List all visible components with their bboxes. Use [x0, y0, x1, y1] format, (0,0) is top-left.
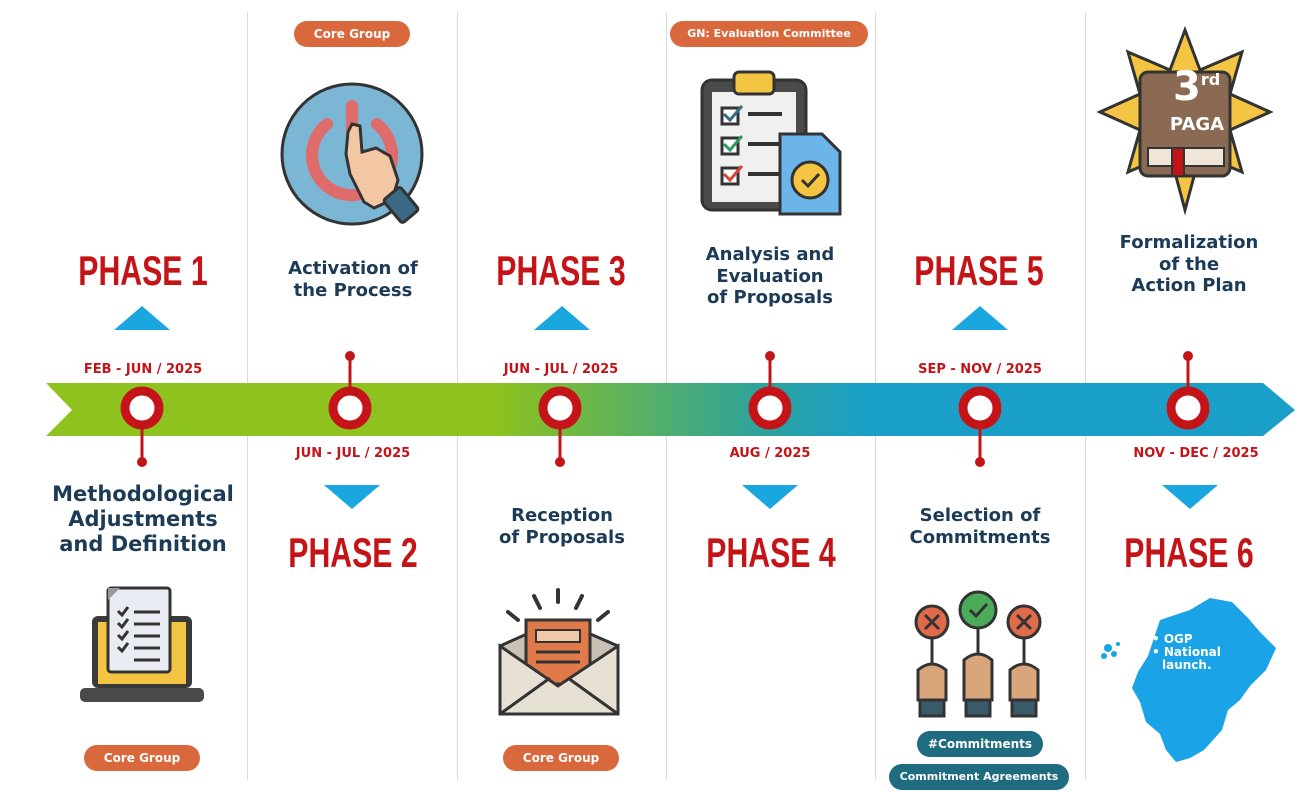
map-note: launch.: [1162, 658, 1212, 672]
phase-date: NOV - DEC / 2025: [1133, 446, 1259, 461]
phase-description: Methodological Adjustments and Definitio…: [18, 482, 268, 558]
phase-date: FEB - JUN / 2025: [83, 362, 203, 377]
up-arrow-icon: [114, 306, 170, 330]
voting-hands-icon: [914, 590, 1042, 718]
commitments-tag: #Commitments: [917, 731, 1043, 757]
phase-title: PHASE 4: [706, 529, 836, 576]
description-line: and Definition: [59, 532, 227, 557]
description-line: Action Plan: [1131, 275, 1247, 297]
description-line: Evaluation: [716, 265, 824, 287]
commitment-agreements-tag: Commitment Agreements: [889, 764, 1069, 790]
core-group-tag: Core Group: [294, 21, 410, 47]
phase-date: JUN - JUL / 2025: [295, 446, 411, 461]
badge-number: 3: [1173, 64, 1201, 110]
envelope-icon: [498, 588, 620, 716]
description-line: the Process: [293, 279, 413, 301]
description-line: Analysis and: [705, 244, 835, 265]
badge-name: PAGA: [1169, 114, 1225, 135]
core-group-tag: Core Group: [84, 745, 200, 771]
phase-description: Selection of Commitments: [880, 505, 1080, 548]
phase-description: Formalization of the Action Plan: [1089, 232, 1289, 297]
map-note: • National: [1152, 645, 1221, 659]
phase-date: JUN - JUL / 2025: [503, 362, 619, 377]
up-arrow-icon: [952, 306, 1008, 330]
down-arrow-icon: [324, 485, 380, 509]
down-arrow-icon: [1162, 485, 1218, 509]
badge-suffix: rd: [1200, 70, 1221, 89]
description-line: Commitments: [909, 526, 1051, 548]
phase-date: SEP - NOV / 2025: [918, 362, 1042, 377]
description-line: of Proposals: [499, 526, 625, 548]
description-line: of the: [1158, 253, 1220, 275]
description-line: Selection of: [919, 505, 1041, 526]
phase-description: Analysis and Evaluation of Proposals: [668, 244, 872, 309]
phase-description: Reception of Proposals: [462, 505, 662, 548]
phase-title: PHASE 5: [914, 247, 1044, 294]
phase-title: PHASE 2: [288, 529, 418, 576]
phase-description: Activation of the Process: [253, 258, 453, 301]
description-line: of Proposals: [707, 287, 833, 309]
starburst-book-icon: [1096, 25, 1274, 216]
description-line: Methodological: [52, 482, 234, 506]
description-line: Reception: [511, 505, 613, 526]
phase-title: PHASE 1: [78, 247, 208, 294]
description-line: Adjustments: [68, 507, 218, 532]
map-notes: • OGP • National launch.: [1152, 633, 1221, 672]
down-arrow-icon: [742, 485, 798, 509]
map-icon: [1101, 598, 1276, 762]
up-arrow-icon: [534, 306, 590, 330]
evaluation-committee-tag: GN: Evaluation Committee: [670, 21, 868, 47]
core-group-tag: Core Group: [503, 745, 619, 771]
map-note: • OGP: [1152, 632, 1193, 646]
clipboard-checklist-icon: [700, 70, 842, 216]
phase-title: PHASE 6: [1124, 529, 1254, 576]
phase-date: AUG / 2025: [729, 446, 811, 461]
description-line: Activation of: [288, 258, 418, 279]
badge-ordinal: 3rd: [1173, 64, 1220, 110]
description-line: Formalization: [1119, 232, 1259, 253]
phase-title: PHASE 3: [496, 247, 626, 294]
power-button-icon: [280, 82, 424, 226]
laptop-checklist-icon: [80, 586, 204, 702]
